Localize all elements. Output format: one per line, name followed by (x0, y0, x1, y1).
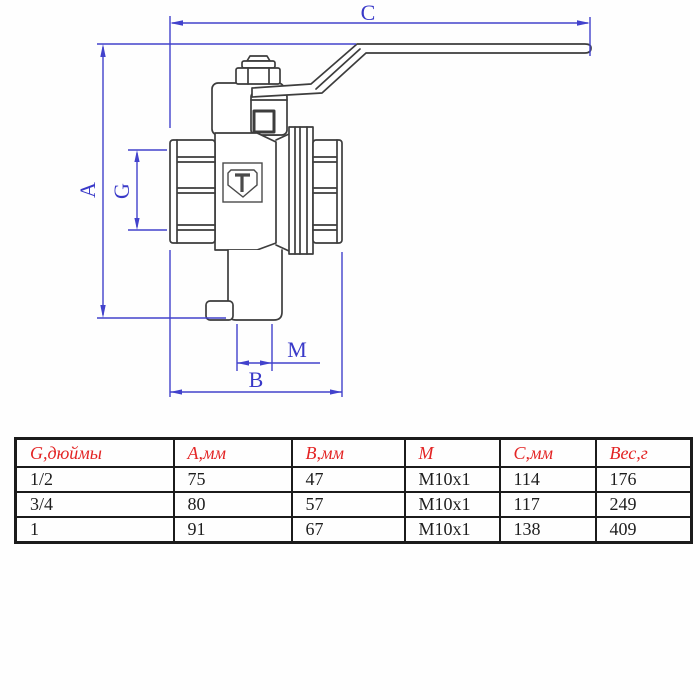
handle-inner-edge (315, 48, 361, 90)
stem-nut (235, 67, 281, 85)
table-row: 3/4 80 57 M10x1 117 249 (14, 491, 693, 518)
cell-c-mm: 138 (498, 516, 597, 544)
cell-b-mm: 47 (290, 466, 406, 493)
left-hex-facets (176, 139, 216, 244)
cell-g-size: 1 (14, 516, 175, 544)
cell-m-thread: M10x1 (403, 516, 501, 544)
right-flange-ribs (294, 126, 308, 255)
dimension-arrowheads (100, 20, 590, 395)
dimensions (97, 16, 591, 397)
cell-g-size: 1/2 (14, 466, 175, 493)
valve-handle (251, 43, 592, 98)
table-row: 1/2 75 47 M10x1 114 176 (14, 466, 693, 493)
cell-g-size: 3/4 (14, 491, 175, 518)
right-hex-facets (312, 139, 338, 244)
dim-label-a: A (75, 182, 100, 198)
drain-side-tab (205, 300, 234, 321)
logo-t-glyph (235, 173, 250, 192)
cell-c-mm: 117 (498, 491, 597, 518)
logo-shield (227, 169, 258, 198)
dim-label-m: M (287, 337, 307, 362)
table-header-row: G,дюймы А,мм В,мм М С,мм Вес,г (14, 437, 693, 468)
col-header-c-mm: С,мм (498, 437, 597, 468)
cell-weight-g: 409 (594, 516, 693, 544)
left-hex-nut (169, 139, 216, 244)
cell-m-thread: M10x1 (403, 491, 501, 518)
body-flange-connectors (275, 133, 290, 252)
valve-spec-table: G,дюймы А,мм В,мм М С,мм Вес,г 1/2 75 47… (14, 437, 693, 544)
dim-label-c: C (361, 0, 376, 25)
cell-a-mm: 80 (172, 491, 293, 518)
right-hex-nut (312, 139, 343, 244)
drain-spout (227, 249, 283, 321)
stem-square-hole (252, 109, 276, 134)
valve-technical-drawing: C A G M B (75, 0, 592, 397)
stem-nut-facets (247, 67, 270, 85)
cell-weight-g: 176 (594, 466, 693, 493)
dim-label-g: G (109, 183, 134, 199)
dim-label-b: B (249, 367, 264, 392)
cell-b-mm: 67 (290, 516, 406, 544)
cell-c-mm: 114 (498, 466, 597, 493)
cell-m-thread: M10x1 (403, 466, 501, 493)
cell-a-mm: 91 (172, 516, 293, 544)
col-header-b-mm: В,мм (290, 437, 406, 468)
right-flange (288, 126, 314, 255)
col-header-a-mm: А,мм (172, 437, 293, 468)
brand-logo (222, 162, 263, 203)
cell-b-mm: 57 (290, 491, 406, 518)
col-header-g-inches: G,дюймы (14, 437, 175, 468)
col-header-weight-g: Вес,г (594, 437, 693, 468)
cell-a-mm: 75 (172, 466, 293, 493)
cell-weight-g: 249 (594, 491, 693, 518)
stem-flange (241, 60, 276, 69)
table-row: 1 91 67 M10x1 138 409 (14, 516, 693, 544)
col-header-m: М (403, 437, 501, 468)
